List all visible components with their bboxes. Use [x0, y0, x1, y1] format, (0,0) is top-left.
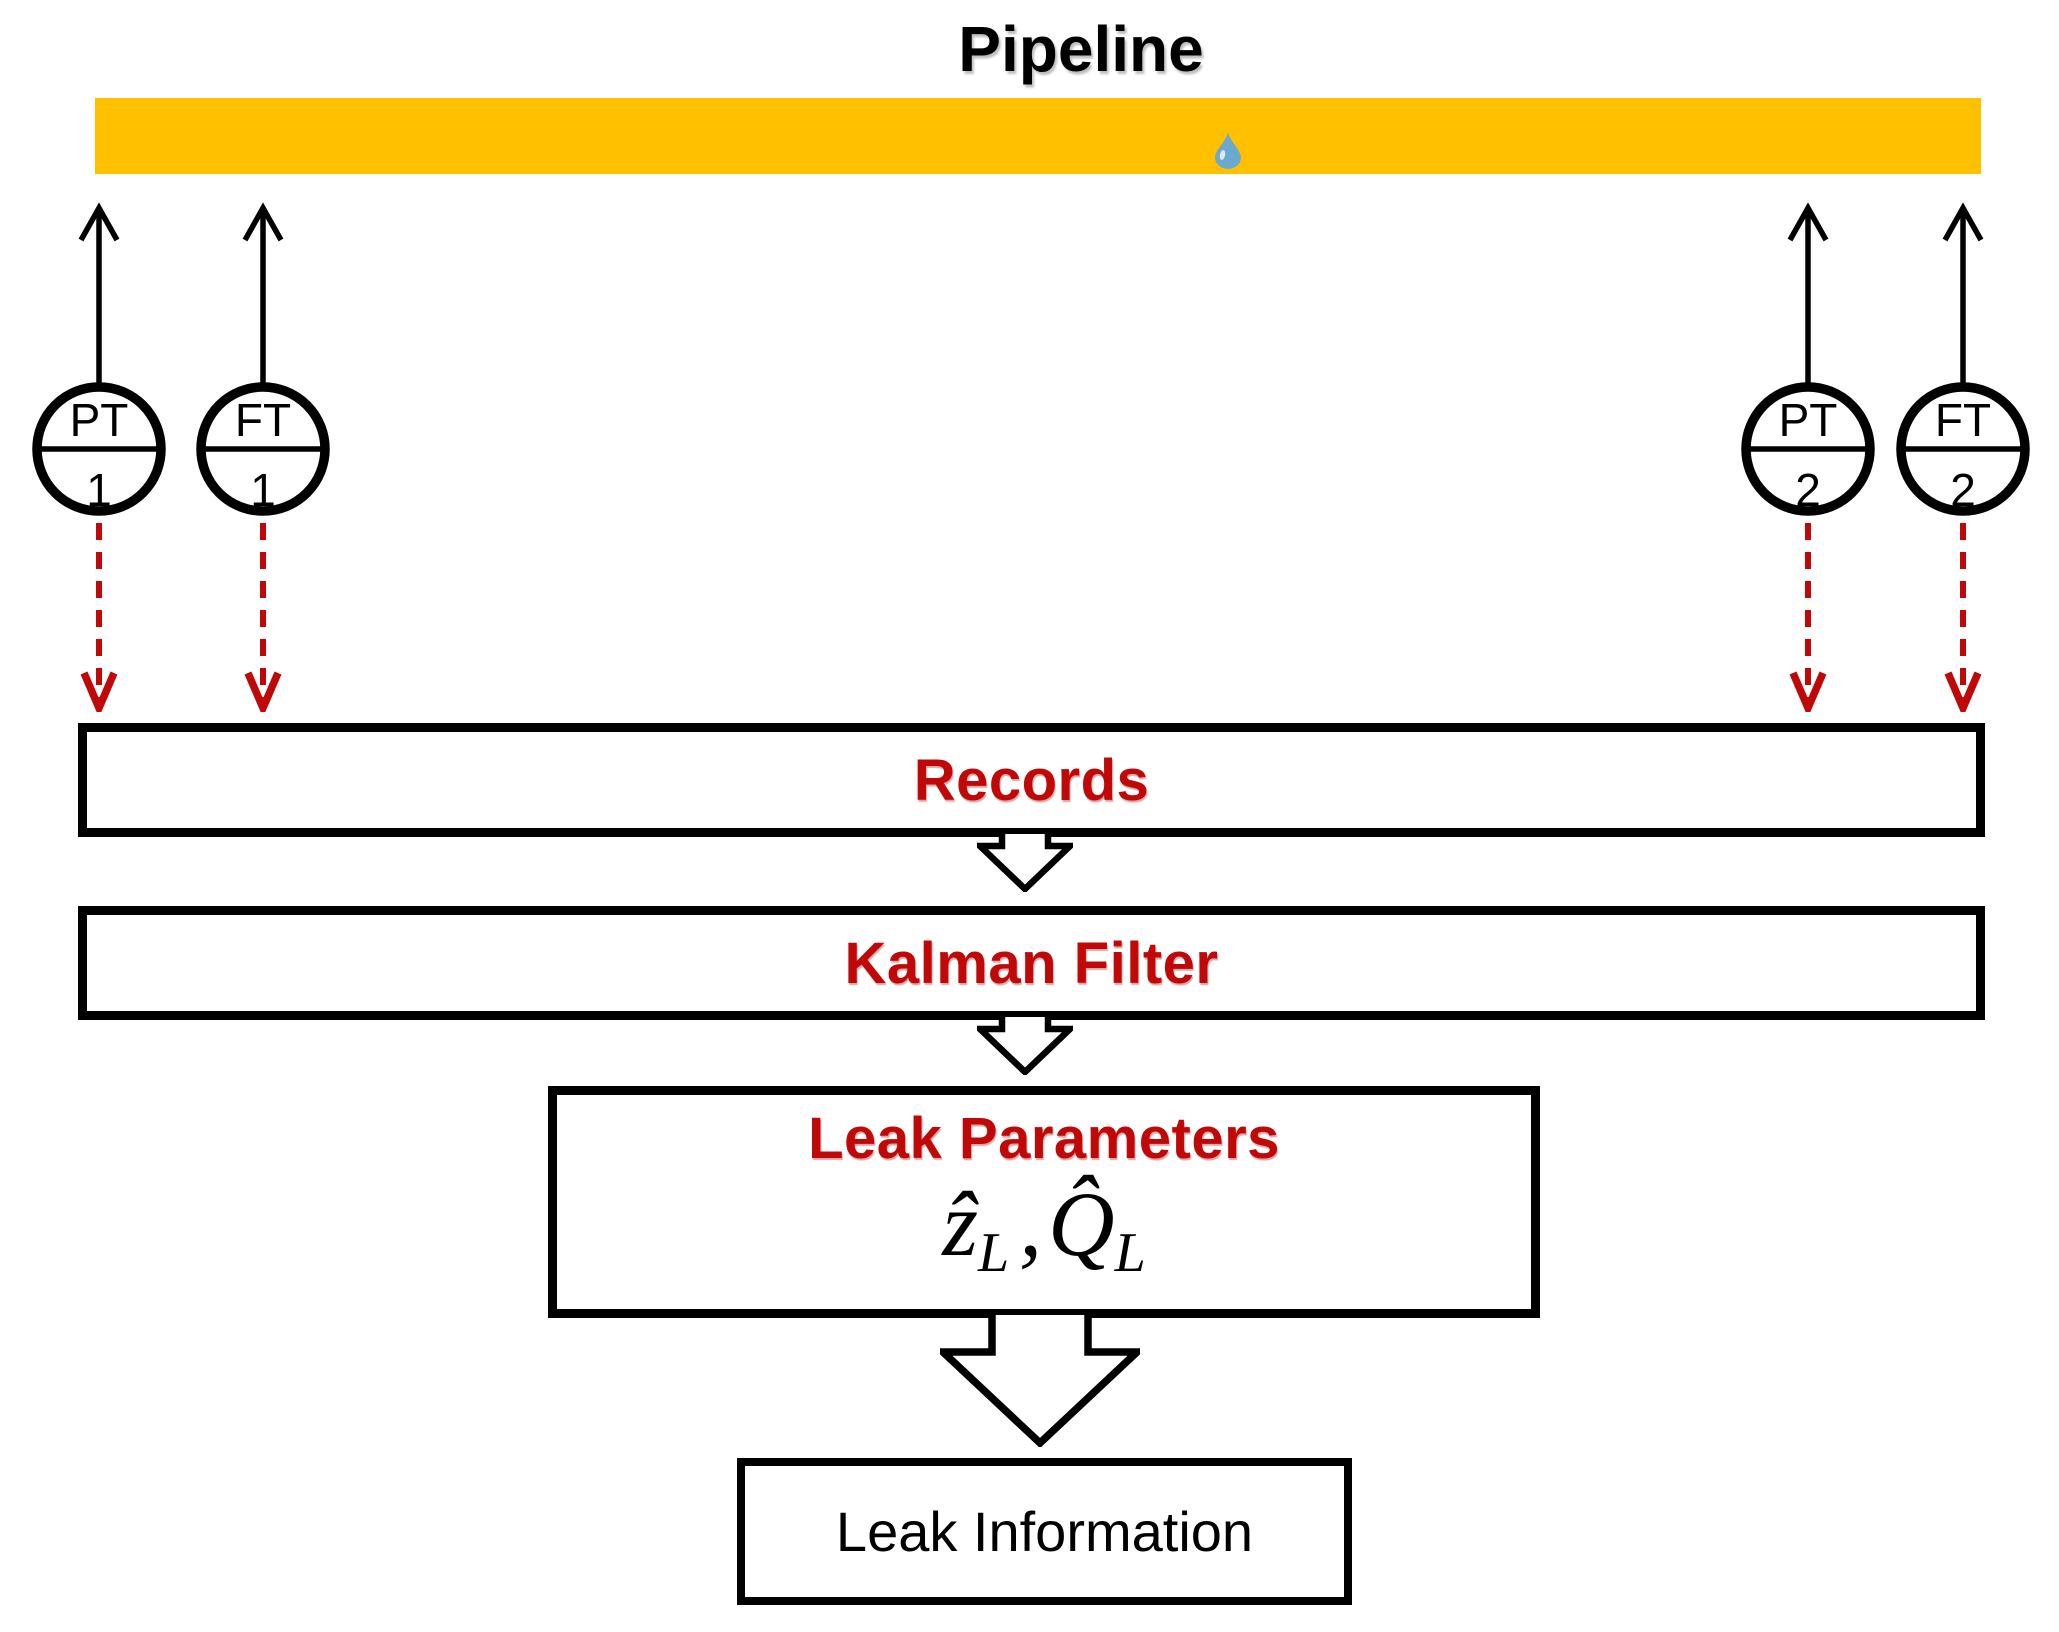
kalman-to-parameters-arrow	[977, 1017, 1073, 1075]
sensor-pt1: PT 1	[32, 382, 166, 516]
sensor-pt2: PT 2	[1741, 382, 1875, 516]
pipeline-bar	[95, 98, 1981, 174]
z-hat-symbol: ẑ	[942, 1173, 979, 1275]
leak-droplet-icon	[1215, 132, 1241, 169]
sensor-type-label: FT	[1935, 394, 1991, 446]
leak-parameters-formula: ẑL,Q̂L	[942, 1173, 1146, 1283]
records-label: Records	[913, 747, 1150, 813]
kalman-filter-label: Kalman Filter	[844, 930, 1219, 996]
leak-parameters-label: Leak Parameters	[808, 1106, 1280, 1171]
kalman-filter-box: Kalman Filter	[78, 906, 1985, 1020]
pt2-to-pipeline-arrow	[1787, 202, 1829, 383]
formula-separator: ,	[1019, 1173, 1043, 1275]
sensor-ft2: FT 2	[1896, 382, 2030, 516]
pt1-to-records-arrow	[80, 523, 118, 712]
q-subscript: L	[1114, 1221, 1146, 1284]
ft1-to-records-arrow	[244, 523, 282, 712]
sensor-ft1: FT 1	[196, 382, 330, 516]
parameters-to-information-arrow	[940, 1315, 1140, 1447]
sensor-number-label: 1	[86, 464, 112, 516]
ft2-to-records-arrow	[1944, 523, 1982, 712]
sensor-type-label: PT	[70, 394, 129, 446]
sensor-type-label: FT	[235, 394, 291, 446]
ft2-to-pipeline-arrow	[1942, 202, 1984, 383]
leak-information-label: Leak Information	[835, 1500, 1254, 1563]
sensor-number-label: 2	[1795, 464, 1821, 516]
page-title: Pipeline	[958, 13, 1204, 85]
pt1-to-pipeline-arrow	[78, 202, 120, 383]
records-box: Records	[78, 723, 1985, 837]
ft1-to-pipeline-arrow	[242, 202, 284, 383]
records-to-kalman-arrow	[977, 834, 1073, 892]
sensor-number-label: 1	[250, 464, 276, 516]
q-hat-symbol: Q̂	[1048, 1173, 1115, 1275]
z-subscript: L	[978, 1221, 1010, 1284]
sensor-number-label: 2	[1950, 464, 1976, 516]
pt2-to-records-arrow	[1789, 523, 1827, 712]
leak-information-box: Leak Information	[737, 1458, 1352, 1605]
leak-parameters-box: Leak Parameters ẑL,Q̂L	[548, 1086, 1540, 1318]
sensor-type-label: PT	[1779, 394, 1838, 446]
